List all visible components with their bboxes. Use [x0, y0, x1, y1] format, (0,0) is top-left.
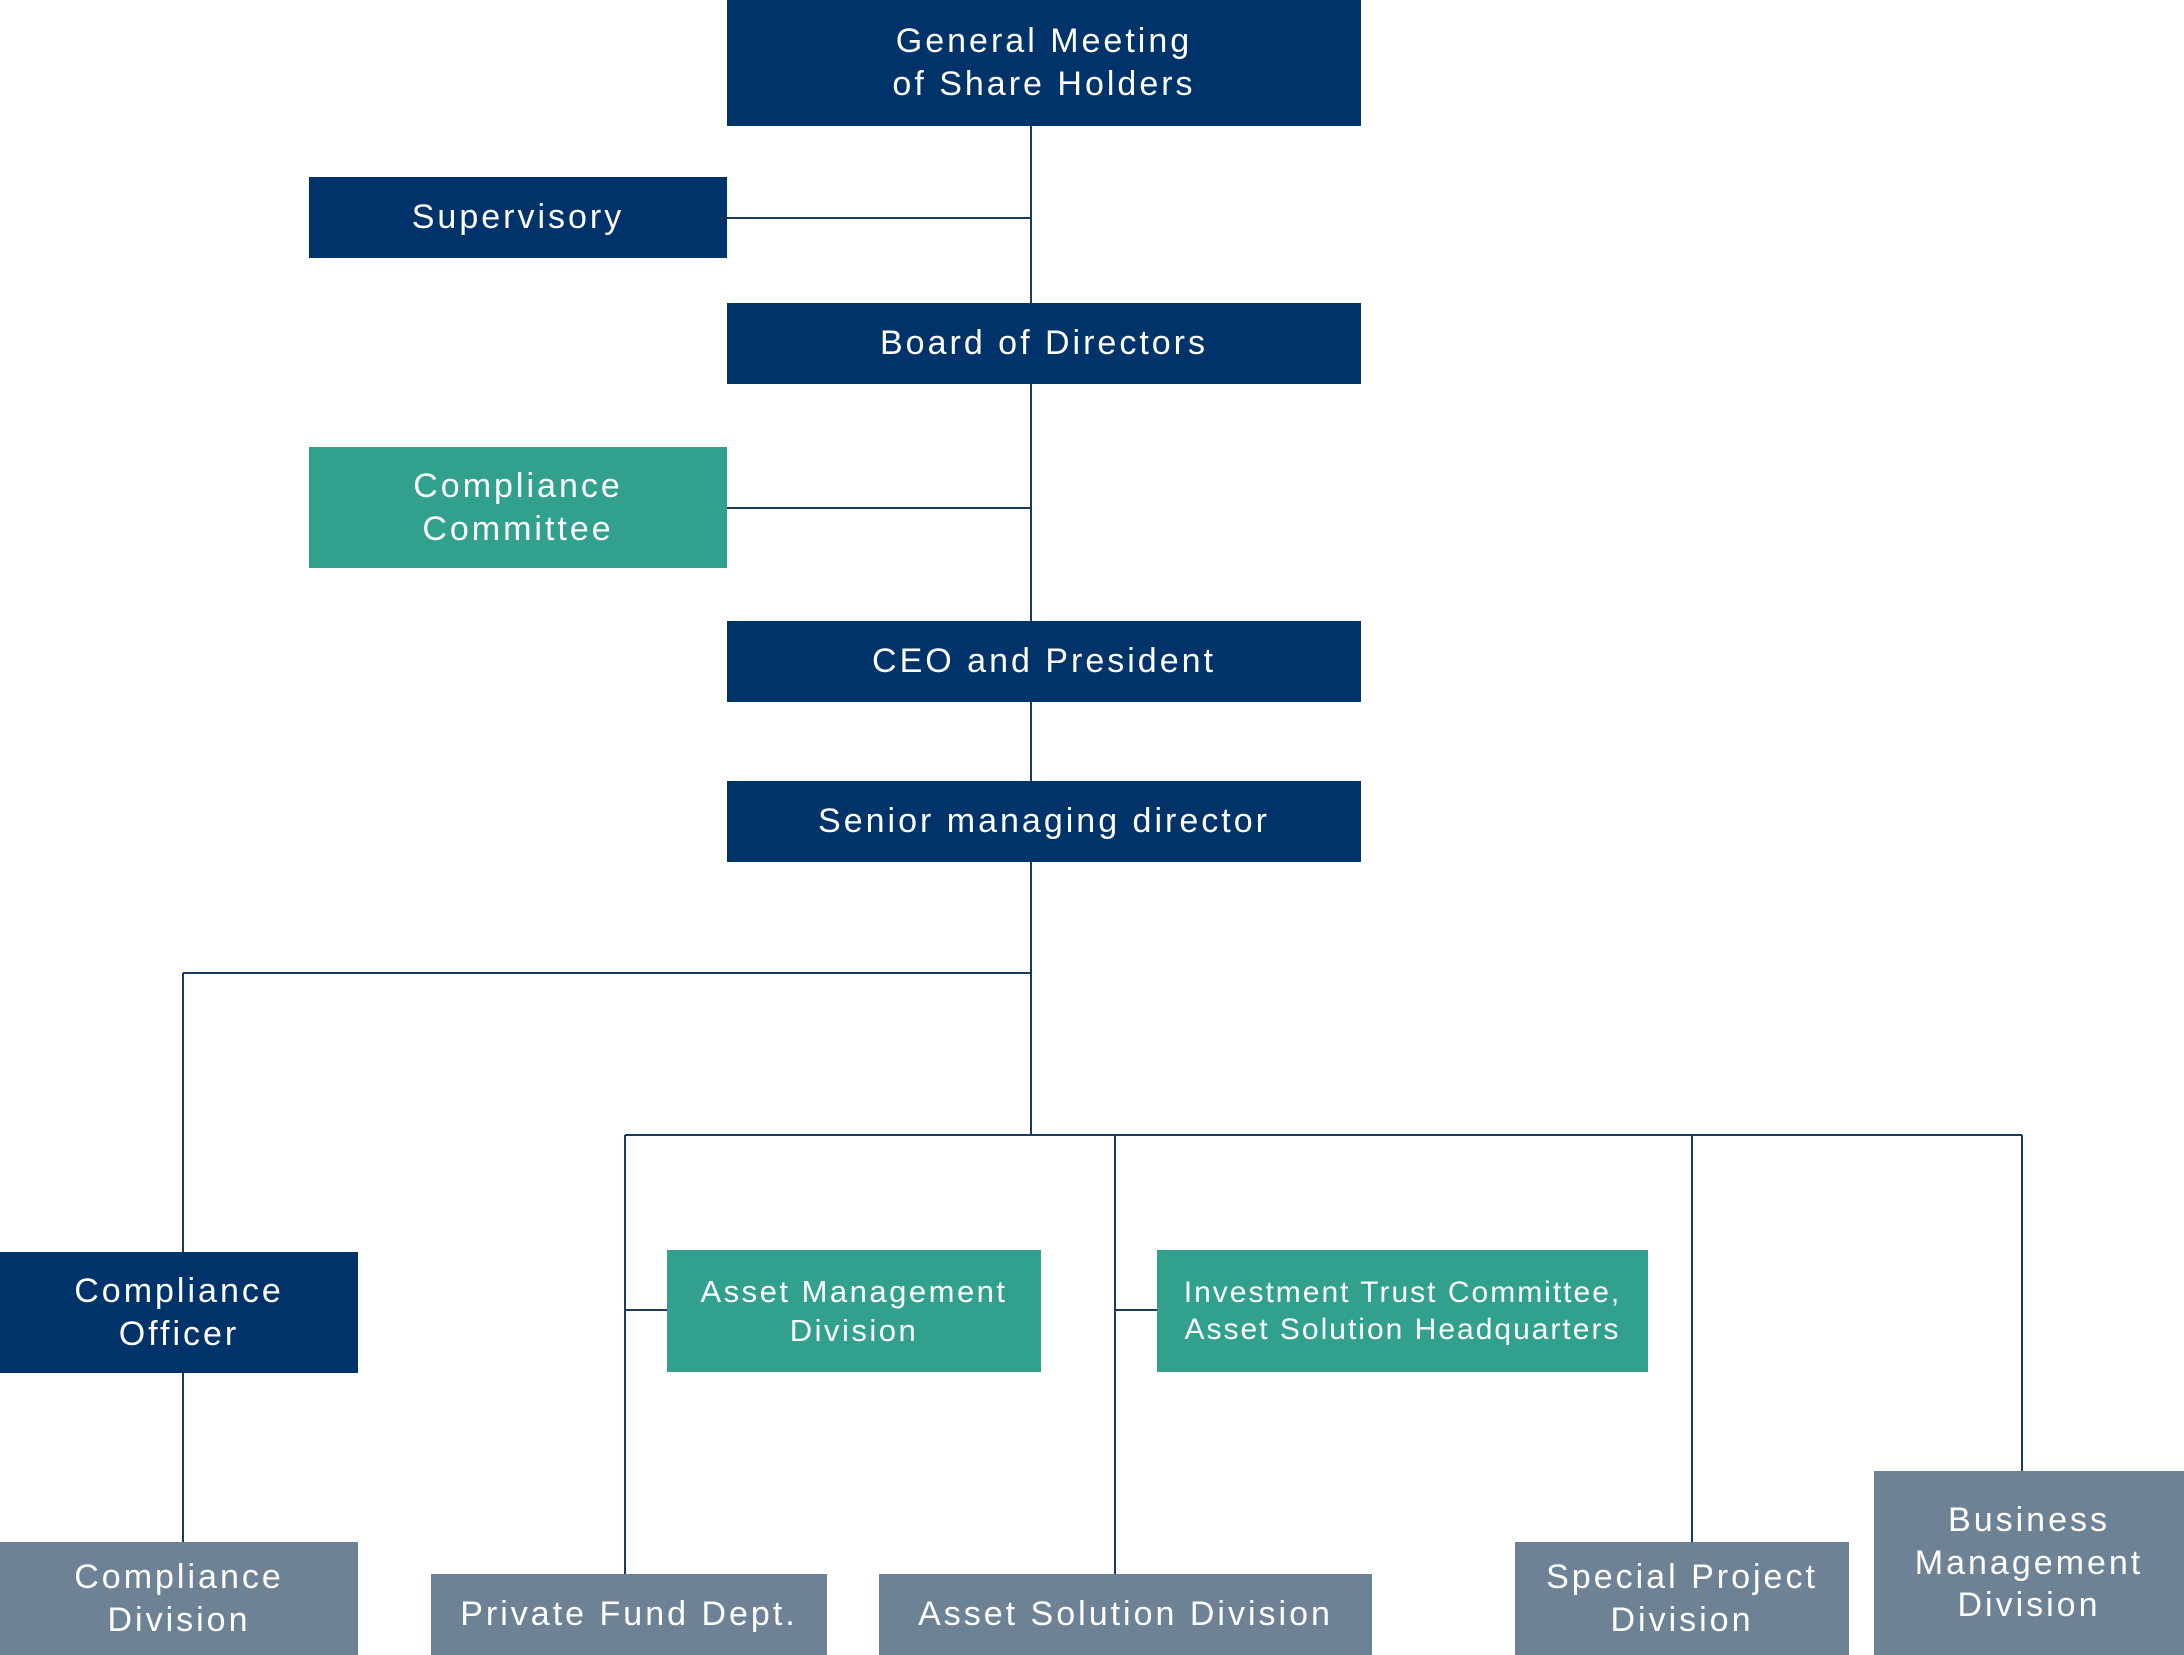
node-board-of-directors: Board of Directors	[727, 303, 1361, 384]
node-special-project-division: Special Project Division	[1515, 1542, 1849, 1655]
node-asset-management-division: Asset Management Division	[667, 1250, 1041, 1372]
node-ceo-president: CEO and President	[727, 621, 1361, 702]
node-compliance-committee: Compliance Committee	[309, 447, 727, 568]
node-business-management-division: Business Management Division	[1874, 1471, 2184, 1655]
node-compliance-officer: Compliance Officer	[0, 1252, 358, 1373]
node-compliance-division: Compliance Division	[0, 1542, 358, 1655]
node-general-meeting: General Meeting of Share Holders	[727, 0, 1361, 126]
node-private-fund-dept: Private Fund Dept.	[431, 1574, 827, 1655]
node-investment-trust-committee: Investment Trust Committee, Asset Soluti…	[1157, 1250, 1648, 1372]
node-asset-solution-division: Asset Solution Division	[879, 1574, 1372, 1655]
node-supervisory: Supervisory	[309, 177, 727, 258]
node-senior-managing-director: Senior managing director	[727, 781, 1361, 862]
